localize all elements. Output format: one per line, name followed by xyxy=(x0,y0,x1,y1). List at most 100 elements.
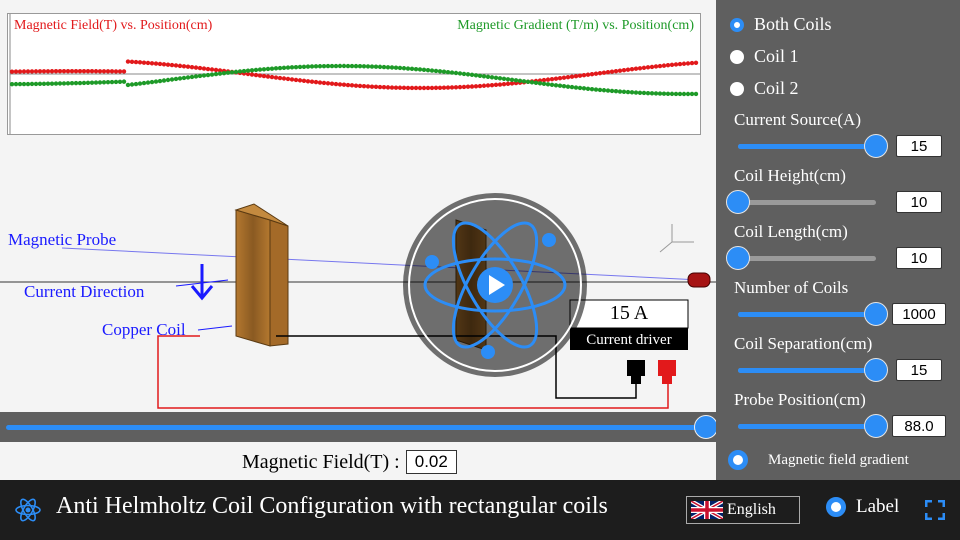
curve-dot xyxy=(213,67,219,73)
language-selector[interactable]: English xyxy=(686,496,800,524)
curve-dot xyxy=(213,71,219,77)
curve-dot xyxy=(569,74,575,79)
curve-dot xyxy=(89,69,95,74)
curve-dot xyxy=(117,69,123,74)
curve-dot xyxy=(157,78,163,84)
curve-dot xyxy=(509,81,515,86)
curve-dot xyxy=(545,82,551,87)
curve-dot xyxy=(133,59,139,65)
curve-dot xyxy=(561,75,567,80)
control-value-input[interactable]: 10 xyxy=(896,247,942,269)
curve-dot xyxy=(425,85,431,91)
control-value-input[interactable]: 88.0 xyxy=(892,415,946,437)
label-radio[interactable] xyxy=(826,497,846,517)
control-value-input[interactable]: 1000 xyxy=(892,303,946,325)
curve-dot xyxy=(301,64,307,69)
curve-dot xyxy=(593,87,599,92)
curve-dot xyxy=(421,67,427,73)
curve-dot xyxy=(21,69,27,74)
control-slider-thumb[interactable] xyxy=(864,302,888,326)
mode-option[interactable]: Coil 1 xyxy=(730,46,799,67)
label-toggle[interactable]: Label xyxy=(826,496,899,518)
curve-dot xyxy=(589,86,595,92)
curve-dot xyxy=(353,83,359,88)
curve-dot xyxy=(185,75,191,80)
curve-dot xyxy=(477,73,483,78)
curve-dot xyxy=(73,69,79,74)
curve-dot xyxy=(173,76,179,82)
curve-dot xyxy=(645,90,651,96)
curve-dot xyxy=(621,67,627,73)
copper-coil-label: Copper Coil xyxy=(102,320,186,339)
curve-dot xyxy=(61,69,67,74)
control-slider-thumb[interactable] xyxy=(864,414,888,438)
control-slider[interactable] xyxy=(738,134,888,158)
position-slider-track[interactable] xyxy=(6,415,718,439)
current-arrow xyxy=(175,264,229,301)
curve-dot xyxy=(381,85,387,90)
curve-dot xyxy=(85,80,91,85)
control-slider[interactable] xyxy=(726,246,876,270)
curve-dot xyxy=(153,79,159,84)
play-icon xyxy=(489,275,505,295)
curve-dot xyxy=(121,79,127,84)
curve-dot xyxy=(257,67,263,72)
control-slider-thumb[interactable] xyxy=(726,246,750,270)
mode-radio[interactable] xyxy=(730,17,744,32)
curve-dot xyxy=(453,85,459,90)
curve-dot xyxy=(185,64,191,69)
curve-dot xyxy=(209,67,215,72)
curve-dot xyxy=(269,66,275,71)
curve-dot xyxy=(481,83,487,88)
curve-dot xyxy=(397,85,403,90)
control-slider-thumb[interactable] xyxy=(864,358,888,382)
curve-dot xyxy=(417,67,423,72)
curve-dot xyxy=(541,81,547,87)
fullscreen-icon[interactable] xyxy=(925,500,945,520)
mode-radio[interactable] xyxy=(730,49,744,64)
curve-dot xyxy=(125,59,131,64)
curve-dot xyxy=(169,77,175,82)
curve-dot xyxy=(285,76,291,82)
mode-radio[interactable] xyxy=(730,81,744,96)
driver-label: Current driver xyxy=(586,332,672,348)
control-slider-thumb[interactable] xyxy=(864,134,888,158)
curve-dot xyxy=(453,70,459,76)
curve-dot xyxy=(681,61,687,66)
control-value-input[interactable]: 15 xyxy=(896,135,942,157)
gradient-toggle[interactable]: Magnetic field gradient xyxy=(728,450,909,470)
control-value-input[interactable]: 15 xyxy=(896,359,942,381)
curve-dot xyxy=(573,74,579,79)
control-value-input[interactable]: 10 xyxy=(896,191,942,213)
gradient-radio[interactable] xyxy=(728,450,748,470)
curve-dot xyxy=(161,78,167,83)
curve-dot xyxy=(217,68,223,73)
curve-dot xyxy=(581,73,587,78)
position-slider[interactable] xyxy=(0,412,718,442)
curve-dot xyxy=(353,63,359,69)
position-slider-thumb[interactable] xyxy=(694,415,718,439)
play-overlay[interactable] xyxy=(402,192,588,378)
curve-dot xyxy=(289,77,295,82)
control-slider[interactable] xyxy=(738,358,888,382)
mode-option[interactable]: Both Coils xyxy=(730,14,832,35)
curve-dot xyxy=(689,60,695,66)
curve-dot xyxy=(61,81,67,86)
curve-dot xyxy=(605,69,611,75)
curve-dot xyxy=(121,69,127,74)
curve-dot xyxy=(693,91,699,97)
control-slider[interactable] xyxy=(726,190,876,214)
curve-dot xyxy=(537,81,543,86)
curve-dot xyxy=(645,65,651,70)
control-slider-thumb[interactable] xyxy=(726,190,750,214)
curve-dot xyxy=(633,66,639,71)
curve-dot xyxy=(433,85,439,91)
control-label: Current Source(A) xyxy=(734,110,861,129)
curve-dot xyxy=(277,65,283,71)
curve-dot xyxy=(585,86,591,91)
curve-dot xyxy=(349,63,355,69)
curve-dot xyxy=(577,85,583,91)
control-slider[interactable] xyxy=(738,414,888,438)
mode-option[interactable]: Coil 2 xyxy=(730,78,799,99)
control-slider[interactable] xyxy=(738,302,888,326)
